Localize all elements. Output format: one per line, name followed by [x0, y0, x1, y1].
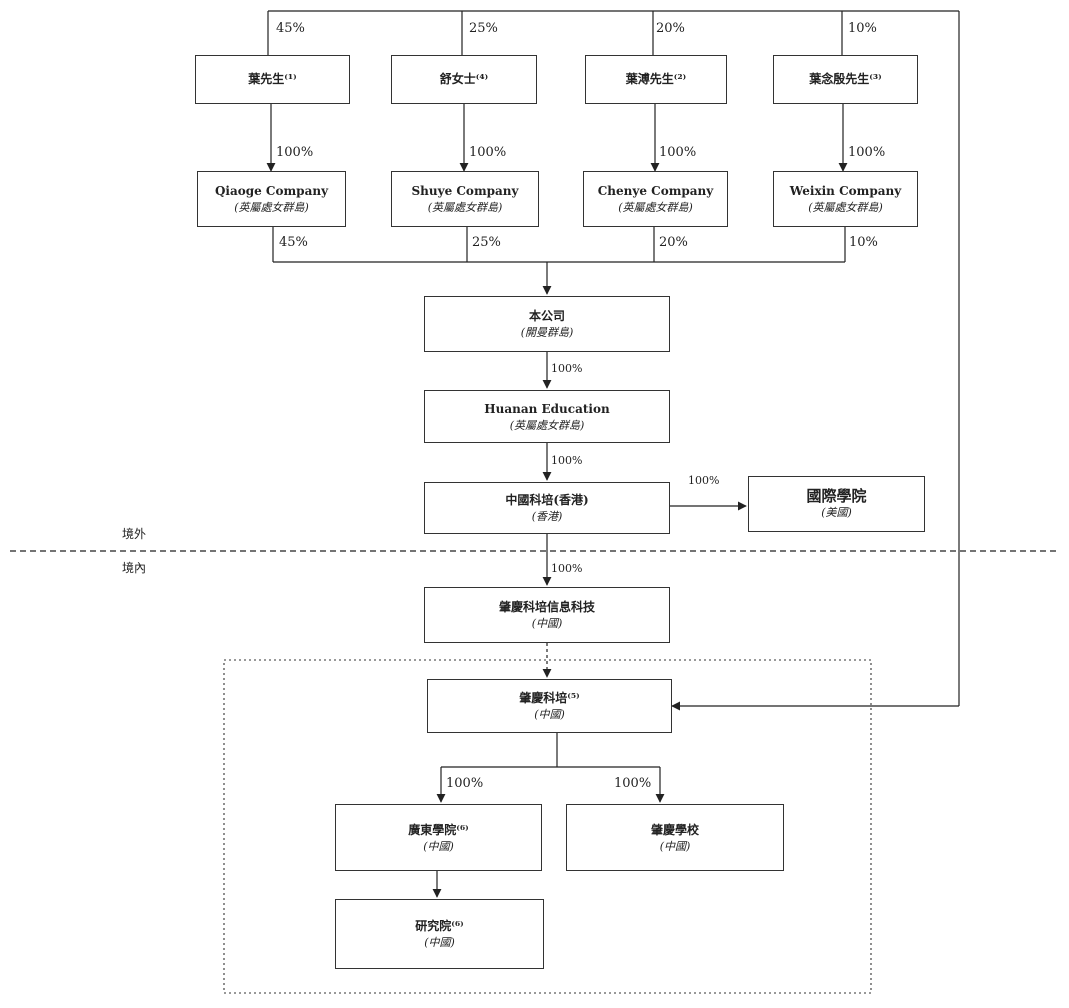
company-box: 本公司 (開曼群島): [424, 296, 670, 352]
shareholder-ye: 葉先生⁽¹⁾: [195, 55, 350, 104]
guangdong-college-box: 廣東學院⁽⁶⁾ (中國): [335, 804, 542, 871]
school-pct: 100%: [614, 776, 652, 791]
research-institute-jurisdiction: (中國): [424, 936, 455, 949]
hc4-own-pct: 100%: [848, 145, 886, 160]
holdco-qiaoge-jurisdiction: (英屬處女群島): [234, 201, 309, 214]
shareholder-shu: 舒女士⁽⁴⁾: [391, 55, 537, 104]
guangdong-college-name: 廣東學院⁽⁶⁾: [408, 822, 469, 837]
hc3-own-pct: 100%: [659, 145, 697, 160]
hc2-pct: 25%: [472, 235, 501, 250]
zhaoqing-school-name: 肇慶學校: [650, 822, 699, 837]
hc1-own-pct: 100%: [276, 145, 314, 160]
huanan-pct: 100%: [551, 454, 583, 467]
company-name: 本公司: [528, 309, 565, 323]
info-tech-jurisdiction: (中國): [531, 617, 563, 630]
guangdong-pct: 100%: [446, 776, 484, 791]
intl-college-box: 國際學院 (美國): [748, 476, 925, 532]
huanan-jurisdiction: (英屬處女群島): [509, 418, 585, 432]
hc3-pct: 20%: [659, 235, 688, 250]
shareholder-yenianyin: 葉念殷先生⁽³⁾: [773, 55, 918, 104]
shareholder-ye-name: 葉先生⁽¹⁾: [248, 72, 297, 86]
sh3-pct: 20%: [656, 21, 685, 36]
shareholder-yenianyin-name: 葉念殷先生⁽³⁾: [809, 72, 882, 86]
holdco-qiaoge-name: Qiaoge Company: [214, 184, 329, 198]
company-jurisdiction: (開曼群島): [520, 326, 574, 339]
zhaoqing-kepei-jurisdiction: (中國): [534, 708, 565, 721]
company-pct: 100%: [551, 362, 583, 375]
kepei-hk-box: 中國科培(香港) (香港): [424, 482, 670, 534]
research-institute-box: 研究院⁽⁶⁾ (中國): [335, 899, 544, 969]
shareholder-shu-name: 舒女士⁽⁴⁾: [439, 72, 489, 86]
holdco-weixin-name: Weixin Company: [789, 184, 902, 198]
zhaoqing-kepei-box: 肇慶科培⁽⁵⁾ (中國): [427, 679, 672, 733]
zhaoqing-school-box: 肇慶學校 (中國): [566, 804, 784, 871]
intl-pct: 100%: [688, 474, 720, 487]
holdco-weixin-jurisdiction: (英屬處女群島): [808, 201, 883, 214]
holdco-chenye-jurisdiction: (英屬處女群島): [618, 201, 693, 214]
sh1-pct: 45%: [276, 21, 305, 36]
kepei-hk-pct: 100%: [551, 562, 583, 575]
kepei-hk-name: 中國科培(香港): [505, 493, 589, 507]
offshore-label: 境外: [122, 527, 147, 541]
hc4-pct: 10%: [849, 235, 878, 250]
onshore-label: 境內: [122, 561, 147, 575]
kepei-hk-jurisdiction: (香港): [531, 510, 563, 523]
hc2-own-pct: 100%: [469, 145, 507, 160]
info-tech-name: 肇慶科培信息科技: [498, 600, 595, 614]
sh2-pct: 25%: [469, 21, 498, 36]
intl-college-jurisdiction: (美國): [821, 506, 852, 519]
intl-college-name: 國際學院: [806, 487, 867, 505]
holdco-shuye: Shuye Company (英屬處女群島): [391, 171, 539, 227]
sh4-pct: 10%: [848, 21, 877, 36]
holdco-chenye-name: Chenye Company: [597, 184, 714, 198]
holdco-weixin: Weixin Company (英屬處女群島): [773, 171, 918, 227]
huanan-box: Huanan Education (英屬處女群島): [424, 390, 670, 443]
holdco-shuye-jurisdiction: (英屬處女群島): [427, 201, 503, 214]
guangdong-college-jurisdiction: (中國): [423, 839, 454, 853]
info-tech-box: 肇慶科培信息科技 (中國): [424, 587, 670, 643]
holdco-qiaoge: Qiaoge Company (英屬處女群島): [197, 171, 346, 227]
shareholder-yepu: 葉溥先生⁽²⁾: [585, 55, 727, 104]
research-institute-name: 研究院⁽⁶⁾: [415, 919, 464, 933]
hc1-pct: 45%: [279, 235, 308, 250]
huanan-name: Huanan Education: [484, 401, 610, 416]
shareholder-yepu-name: 葉溥先生⁽²⁾: [625, 72, 687, 86]
zhaoqing-kepei-name: 肇慶科培⁽⁵⁾: [519, 691, 580, 705]
holdco-shuye-name: Shuye Company: [411, 184, 519, 198]
zhaoqing-school-jurisdiction: (中國): [659, 839, 691, 853]
holdco-chenye: Chenye Company (英屬處女群島): [583, 171, 728, 227]
